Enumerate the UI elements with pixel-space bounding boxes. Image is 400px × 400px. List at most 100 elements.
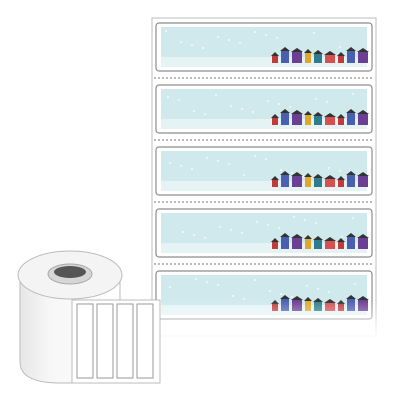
house-roof bbox=[271, 114, 279, 118]
house-roof bbox=[346, 109, 356, 113]
house-roof bbox=[280, 233, 290, 237]
label-item bbox=[155, 146, 373, 196]
label-sky bbox=[161, 89, 367, 119]
label-ground bbox=[161, 57, 367, 67]
snowflake bbox=[313, 32, 315, 34]
house-roof bbox=[280, 295, 290, 299]
snowflake bbox=[193, 110, 195, 112]
roll-label-column bbox=[116, 303, 134, 379]
label-list bbox=[154, 22, 374, 320]
house-roof bbox=[313, 174, 323, 178]
snowflake bbox=[193, 234, 195, 236]
house bbox=[347, 113, 355, 125]
snowflake bbox=[230, 105, 232, 107]
house-roof bbox=[357, 234, 369, 238]
snowflake bbox=[315, 98, 317, 100]
snowflake bbox=[180, 41, 182, 43]
snowflake bbox=[328, 167, 330, 169]
label-roll bbox=[17, 250, 161, 384]
house-roof bbox=[271, 52, 279, 56]
house bbox=[338, 118, 344, 125]
label-ground bbox=[161, 243, 367, 253]
snowflake bbox=[315, 222, 317, 224]
house bbox=[325, 117, 335, 125]
house-roof bbox=[291, 48, 303, 52]
strip-fade bbox=[150, 300, 380, 340]
snowflake bbox=[278, 227, 280, 229]
house-roof bbox=[337, 114, 345, 118]
snowflake bbox=[352, 217, 354, 219]
house-roof bbox=[304, 173, 312, 177]
house bbox=[305, 239, 311, 249]
house bbox=[314, 116, 322, 125]
house-roof bbox=[324, 175, 336, 179]
snowflake bbox=[341, 236, 343, 238]
house-roof bbox=[346, 233, 356, 237]
snowflake bbox=[291, 296, 293, 298]
house-roof bbox=[324, 237, 336, 241]
snowflake bbox=[291, 172, 293, 174]
snowflake bbox=[217, 284, 219, 286]
snowflake bbox=[304, 219, 306, 221]
house bbox=[305, 53, 311, 63]
snowflake bbox=[239, 42, 241, 44]
house-roof bbox=[346, 295, 356, 299]
label-sky bbox=[161, 213, 367, 243]
house bbox=[314, 178, 322, 187]
snowflake bbox=[206, 281, 208, 283]
house bbox=[358, 52, 368, 63]
house bbox=[325, 179, 335, 187]
house-roof bbox=[291, 172, 303, 176]
label-sky bbox=[161, 27, 367, 57]
roll-label-column bbox=[96, 303, 114, 379]
house-roof bbox=[324, 51, 336, 55]
snowflake bbox=[280, 293, 282, 295]
house-roof bbox=[271, 238, 279, 242]
house-roof bbox=[337, 238, 345, 242]
snowflake bbox=[230, 229, 232, 231]
snowflake bbox=[326, 101, 328, 103]
house bbox=[347, 175, 355, 187]
snowflake bbox=[267, 100, 269, 102]
house-roof bbox=[304, 235, 312, 239]
house-roof bbox=[324, 113, 336, 117]
label-item bbox=[155, 22, 373, 72]
snowflake bbox=[178, 99, 180, 101]
house-roof bbox=[304, 111, 312, 115]
snowflake bbox=[182, 231, 184, 233]
snowflake bbox=[267, 224, 269, 226]
roll-label-columns bbox=[76, 303, 154, 379]
label-sky bbox=[161, 151, 367, 181]
snowflake bbox=[339, 46, 341, 48]
snowflake bbox=[202, 47, 204, 49]
roll-core-hole bbox=[54, 266, 86, 278]
roll-label-column bbox=[76, 303, 94, 379]
house-roof bbox=[304, 49, 312, 53]
label-strip bbox=[150, 17, 380, 340]
snowflake bbox=[191, 168, 193, 170]
house bbox=[272, 242, 278, 249]
snowflake bbox=[232, 295, 234, 297]
roll-label-column bbox=[136, 303, 154, 379]
house-roof bbox=[280, 109, 290, 113]
house bbox=[292, 238, 302, 249]
house bbox=[281, 237, 289, 249]
snowflake bbox=[215, 94, 217, 96]
snowflake bbox=[169, 286, 171, 288]
house-roof bbox=[280, 171, 290, 175]
snowflake bbox=[269, 290, 271, 292]
house-roof bbox=[346, 47, 356, 51]
snowflake bbox=[265, 34, 267, 36]
house-roof bbox=[337, 52, 345, 56]
house bbox=[292, 176, 302, 187]
house bbox=[281, 113, 289, 125]
snowflake bbox=[228, 163, 230, 165]
house bbox=[338, 242, 344, 249]
snowflake bbox=[195, 278, 197, 280]
house bbox=[358, 114, 368, 125]
snowflake bbox=[217, 160, 219, 162]
house bbox=[314, 54, 322, 63]
snowflake bbox=[165, 30, 167, 32]
house bbox=[325, 241, 335, 249]
